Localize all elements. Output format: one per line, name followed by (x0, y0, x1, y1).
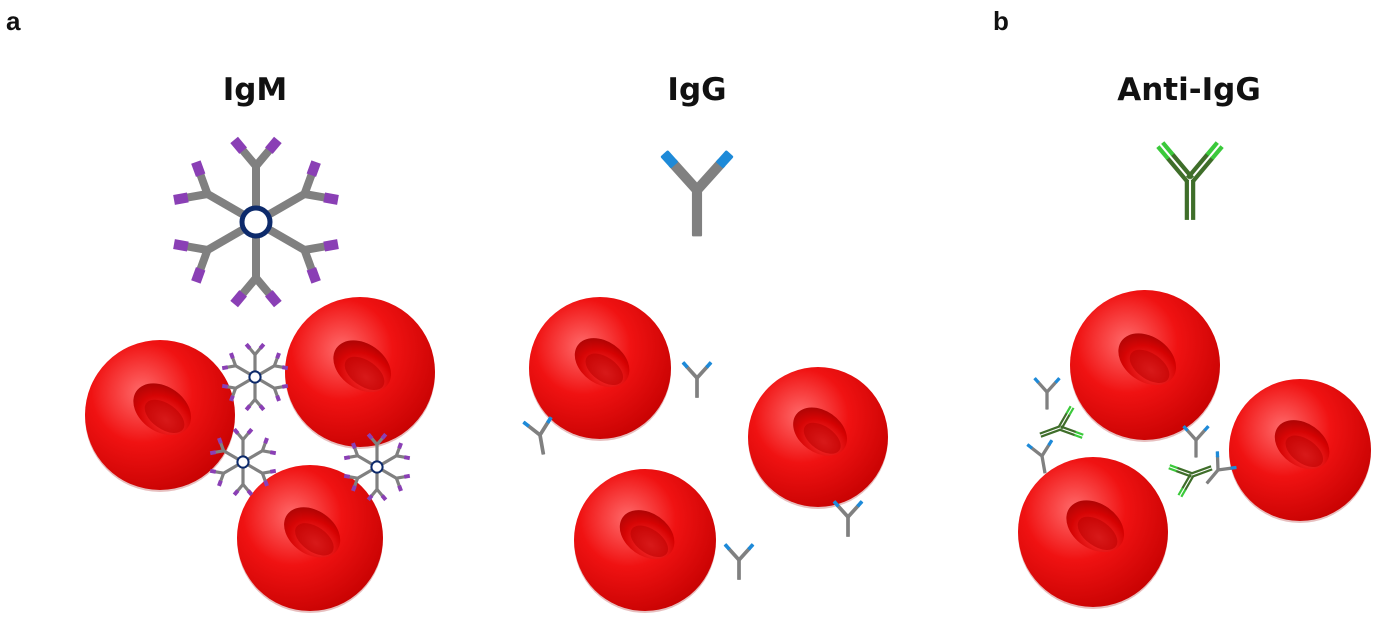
rbc-igm-2 (285, 297, 435, 449)
rbc-igg-3 (574, 469, 716, 613)
igg-bridge-left-1 (1033, 377, 1061, 410)
rbc-anti-2 (1229, 379, 1371, 523)
igg-bound-1 (681, 361, 713, 398)
red-blood-cells (85, 290, 1371, 613)
igg-bridge-left-2 (1026, 439, 1054, 474)
igg-legend-icon (660, 150, 734, 237)
rbc-igm-3 (237, 465, 383, 613)
anti-igg-bridge-left (1039, 405, 1084, 439)
igm-bound-3 (343, 432, 411, 502)
rbc-igg-1 (529, 297, 671, 441)
rbc-igg-2 (748, 367, 888, 509)
title-anti-igg: Anti-IgG (1117, 72, 1261, 108)
panel-letter-a: a (6, 6, 21, 36)
panel-letter-b: b (993, 6, 1009, 36)
igg-bound-2 (522, 416, 553, 455)
antibodies (173, 136, 1237, 580)
igg-bridge-right-1 (1182, 425, 1210, 458)
igm-bound-1 (221, 342, 289, 412)
igm-bound-2 (209, 427, 277, 497)
anti-igg-bridge-right (1168, 464, 1213, 498)
igg-bound-4 (723, 543, 755, 580)
title-igm: IgM (223, 72, 288, 108)
rbc-igm-1 (85, 340, 235, 492)
igg-bridge-right-2 (1205, 451, 1237, 485)
title-igg: IgG (667, 72, 726, 108)
rbc-anti-1 (1070, 290, 1220, 442)
igm-legend-icon (173, 136, 339, 308)
igg-bound-3 (832, 500, 864, 537)
rbc-anti-3 (1018, 457, 1168, 609)
anti-igg-legend-icon (1156, 141, 1224, 220)
